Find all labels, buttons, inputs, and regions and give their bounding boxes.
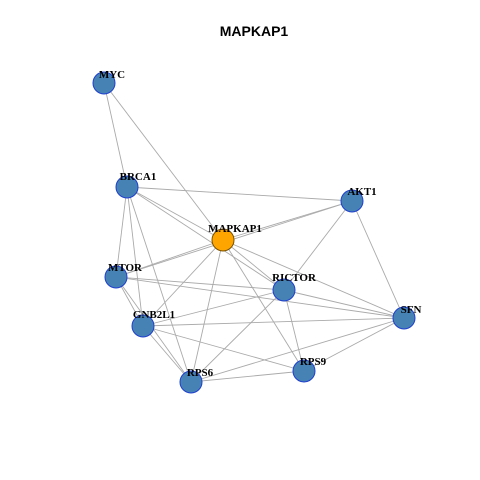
edge-mapkap1-gnb2l1 <box>142 239 224 327</box>
edge-mapkap1-rictor <box>222 239 285 291</box>
edge-rictor-rps6 <box>190 289 285 383</box>
node-rictor: RICTOR <box>272 272 317 302</box>
edge-akt1-rictor <box>283 200 353 291</box>
edge-brca1-rps6 <box>126 186 192 383</box>
edge-brca1-mapkap1 <box>126 186 224 241</box>
node-label-brca1: BRCA1 <box>120 171 157 183</box>
edge-brca1-mtor <box>115 186 128 278</box>
edge-rictor-sfn <box>283 289 405 319</box>
edge-mapkap1-mtor <box>115 239 224 278</box>
edge-sfn-rps6 <box>190 317 405 383</box>
node-brca1: BRCA1 <box>115 171 157 199</box>
edge-gnb2l1-rps9 <box>142 325 305 372</box>
node-gnb2l1: GNB2L1 <box>131 309 175 338</box>
node-circle-gnb2l1 <box>131 314 155 338</box>
node-circle-brca1 <box>115 175 139 199</box>
node-circle-rps6 <box>179 370 203 394</box>
node-circle-myc <box>92 71 116 95</box>
edge-gnb2l1-sfn <box>142 317 405 327</box>
node-label-rps9: RPS9 <box>300 356 327 368</box>
node-akt1: AKT1 <box>340 186 377 213</box>
node-sfn: SFN <box>392 304 422 330</box>
node-circle-rps9 <box>292 359 316 383</box>
node-circle-mapkap1 <box>211 228 235 252</box>
edge-mtor-sfn <box>115 276 405 319</box>
edge-mapkap1-rps9 <box>222 239 305 372</box>
edge-myc-brca1 <box>103 82 128 188</box>
edge-layer <box>103 82 405 383</box>
node-rps9: RPS9 <box>292 356 327 383</box>
edge-brca1-rictor <box>126 186 285 291</box>
edge-mtor-rictor <box>115 276 285 291</box>
node-circle-sfn <box>392 306 416 330</box>
node-label-gnb2l1: GNB2L1 <box>133 309 175 321</box>
node-mtor: MTOR <box>104 262 143 289</box>
node-label-myc: MYC <box>99 69 125 81</box>
node-label-rps6: RPS6 <box>187 367 214 379</box>
node-label-mtor: MTOR <box>108 262 143 274</box>
edge-akt1-sfn <box>351 200 405 319</box>
edge-mapkap1-rps6 <box>190 239 224 383</box>
edge-myc-mapkap1 <box>103 82 224 241</box>
node-rps6: RPS6 <box>179 367 214 394</box>
edge-gnb2l1-rps6 <box>142 325 192 383</box>
edge-mapkap1-sfn <box>222 239 405 319</box>
node-label-akt1: AKT1 <box>347 186 376 198</box>
edge-sfn-rps9 <box>303 317 405 372</box>
node-label-mapkap1: MAPKAP1 <box>208 223 262 235</box>
node-myc: MYC <box>92 69 125 95</box>
edge-rictor-gnb2l1 <box>142 289 285 327</box>
node-circle-rictor <box>272 278 296 302</box>
node-circle-mtor <box>104 265 128 289</box>
edge-rps6-rps9 <box>190 370 305 383</box>
node-mapkap1: MAPKAP1 <box>208 223 262 252</box>
node-circle-akt1 <box>340 189 364 213</box>
edge-brca1-gnb2l1 <box>126 186 144 327</box>
node-label-rictor: RICTOR <box>272 272 317 284</box>
edge-brca1-akt1 <box>126 186 353 202</box>
diagram-title: MAPKAP1 <box>220 23 289 39</box>
edge-rictor-rps9 <box>283 289 305 372</box>
node-label-sfn: SFN <box>401 304 422 316</box>
